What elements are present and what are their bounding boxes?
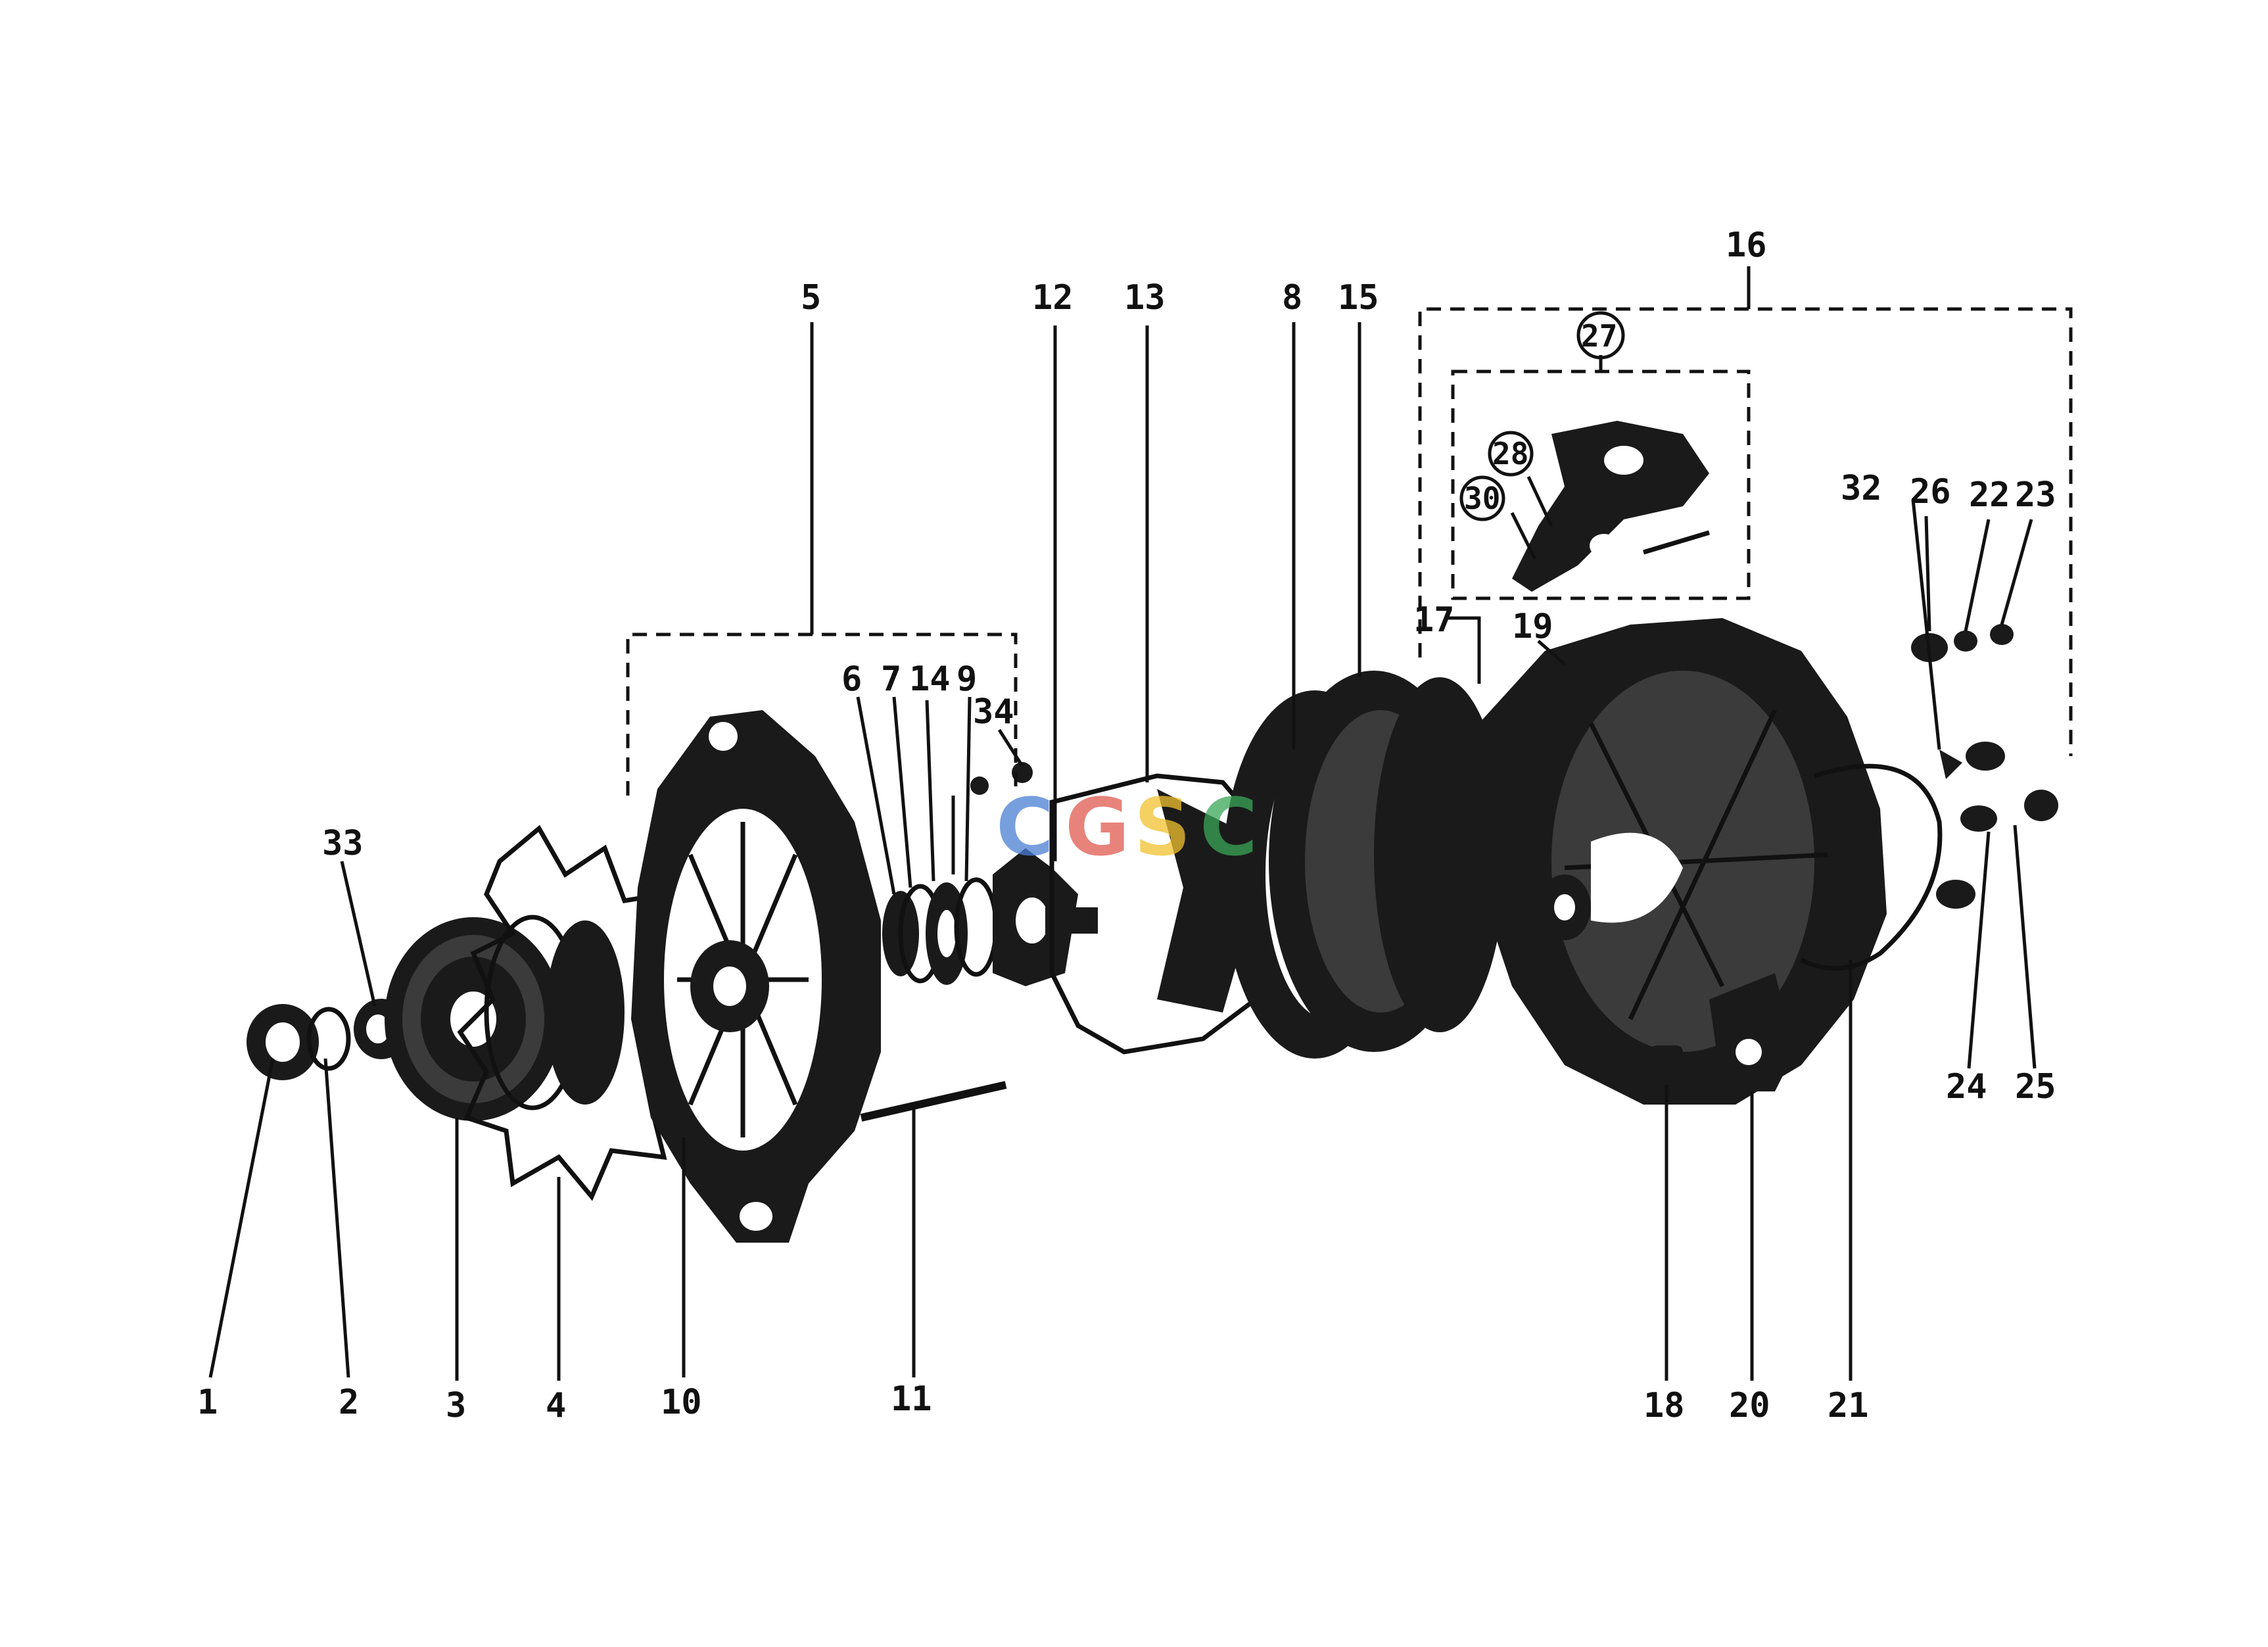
part-1-nut <box>247 1004 319 1080</box>
part-27-brush-holder <box>1512 421 1711 592</box>
callout-14: 14 <box>909 659 951 699</box>
callout-labels: 1 2 3 4 10 11 33 5 6 7 14 9 34 12 13 8 1… <box>197 226 2056 1425</box>
callout-20: 20 <box>1729 1386 1770 1425</box>
callout-30: 30 <box>1464 481 1500 516</box>
leader-lines <box>208 266 2037 1381</box>
watermark-letter-2: G <box>1065 782 1130 874</box>
watermark-logo: C G S C <box>996 782 1258 874</box>
callout-33: 33 <box>322 824 364 863</box>
callout-34: 34 <box>973 692 1014 732</box>
callout-2: 2 <box>339 1383 359 1422</box>
callout-24: 24 <box>1946 1067 1987 1107</box>
callout-9: 9 <box>957 659 977 699</box>
part-11-through-bolt <box>860 1081 1007 1122</box>
callout-17: 17 <box>1413 600 1455 640</box>
part-bearing-stack <box>882 877 999 985</box>
watermark-letter-1: C <box>996 782 1054 874</box>
watermark-letter-3: S <box>1134 782 1191 874</box>
callout-28: 28 <box>1492 436 1528 471</box>
callout-13: 13 <box>1124 278 1166 318</box>
part-2-washer <box>306 1007 351 1071</box>
part-15-stator <box>1223 671 1505 1059</box>
part-24-25-small-hardware <box>1936 742 2058 909</box>
callout-16: 16 <box>1726 226 1767 265</box>
part-20-bracket <box>1709 973 1795 1091</box>
callout-10: 10 <box>661 1383 702 1422</box>
callout-26: 26 <box>1910 472 1951 512</box>
group-box-5 <box>626 633 1018 796</box>
group-box-16 <box>1418 307 2073 756</box>
watermark-letter-4: C <box>1200 782 1258 874</box>
callout-21: 21 <box>1828 1386 1869 1425</box>
callout-1: 1 <box>197 1383 218 1422</box>
callout-23: 23 <box>2015 475 2056 515</box>
part-18-bolt <box>1650 1045 1683 1085</box>
callout-11: 11 <box>891 1379 932 1419</box>
callout-12: 12 <box>1032 278 1074 318</box>
callout-3: 3 <box>446 1386 466 1425</box>
callout-4: 4 <box>546 1386 566 1425</box>
callout-5: 5 <box>801 278 821 318</box>
part-16-rear-housing <box>1479 618 1887 1105</box>
callout-15: 15 <box>1338 278 1379 318</box>
callout-rings <box>1459 311 1625 521</box>
callout-27: 27 <box>1581 318 1617 354</box>
callout-25: 25 <box>2015 1067 2056 1107</box>
callout-18: 18 <box>1643 1386 1685 1425</box>
part-10-drive-end-housing <box>631 710 881 1243</box>
callout-22: 22 <box>1969 475 2010 515</box>
part-4-fan <box>457 824 701 1201</box>
callout-8: 8 <box>1282 278 1302 318</box>
callout-32: 32 <box>1841 469 1882 508</box>
callout-7: 7 <box>881 659 901 699</box>
callout-6: 6 <box>841 659 862 699</box>
callout-19: 19 <box>1512 607 1553 646</box>
